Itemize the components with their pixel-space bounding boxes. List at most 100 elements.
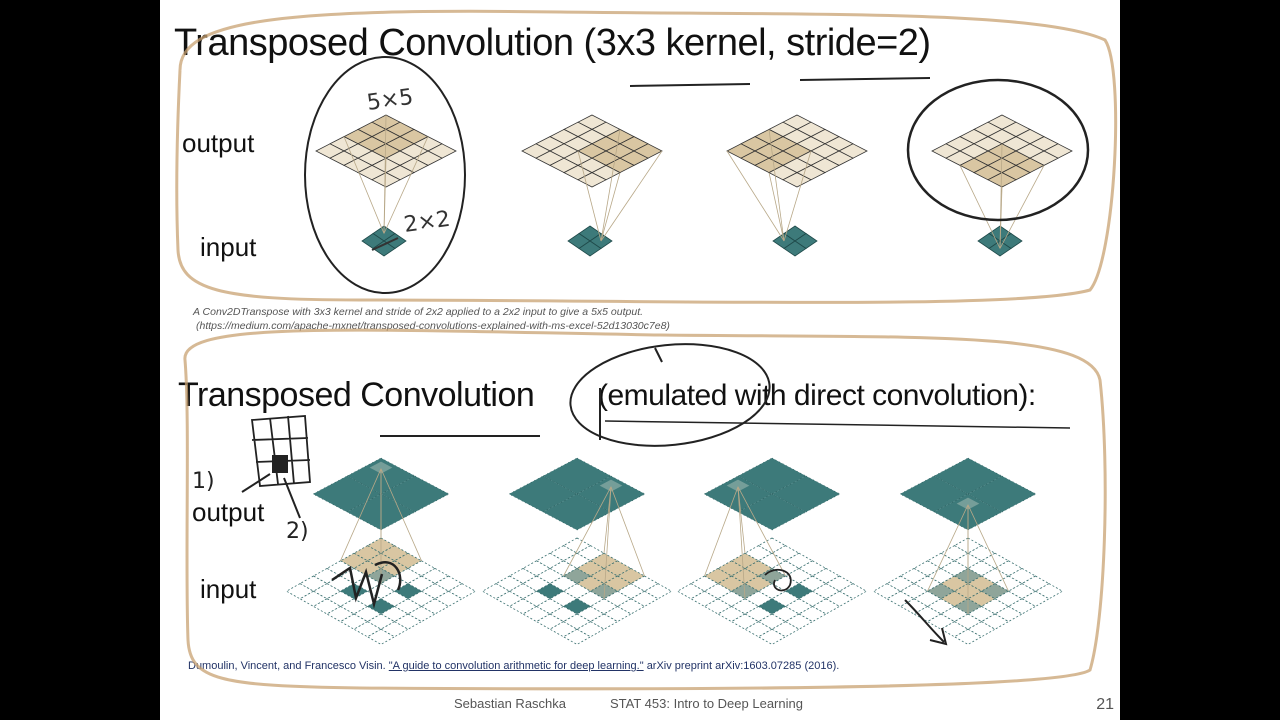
padded-input-cell (717, 590, 746, 607)
citation-rest: arXiv preprint arXiv:1603.07285 (2016). (646, 660, 840, 672)
padded-input-cell (798, 590, 827, 607)
top-input-label: input (200, 232, 257, 262)
diagram-canvas (285, 114, 1073, 645)
top-output-label: output (182, 128, 255, 158)
projection-line (768, 172, 785, 242)
ink-note-5x5: 5×5 (365, 85, 414, 116)
padded-input-cell (407, 575, 436, 592)
padded-input-cell (980, 613, 1010, 630)
output-cell (371, 172, 401, 188)
pen-annotations: 5×5 2×2 1) 2) (175, 9, 1118, 691)
bottom-output-label: output (192, 497, 265, 527)
padded-input-cell (299, 590, 328, 607)
padded-input-cell (940, 575, 969, 592)
output-cell (542, 493, 612, 531)
padded-input-cell (549, 590, 578, 607)
projection-line (737, 486, 746, 599)
ink-arrow-2 (283, 477, 301, 519)
ink-underline-2 (799, 77, 931, 81)
ink-note-2x2: 2×2 (402, 207, 451, 238)
slide-title-bottom: Transposed Convolution (178, 376, 535, 414)
figure-caption-line1: A Conv2DTranspose with 3x3 kernel and st… (193, 306, 644, 318)
ink-loop-bottom (183, 328, 1107, 691)
padded-input-cell (603, 575, 632, 592)
padded-input-cell (522, 575, 551, 592)
padded-input-cell (757, 628, 787, 645)
padded-input-cell (535, 613, 565, 630)
padded-input-cell (393, 552, 423, 569)
projection-line (783, 150, 812, 242)
projection-line (959, 165, 1001, 249)
padded-input-cell (630, 590, 659, 607)
padded-input-cell (589, 613, 619, 630)
slide: Transposed Convolution (3x3 kernel, stri… (160, 0, 1120, 720)
padded-input-cell (495, 575, 524, 592)
projection-line (577, 150, 602, 242)
padded-input-cell (690, 590, 719, 607)
slide-title-top: Transposed Convolution (3x3 kernel, stri… (174, 22, 931, 64)
padded-input-cell (326, 590, 355, 607)
ink-oval-emulated (569, 343, 771, 447)
ink-arrow-2x2 (371, 237, 399, 251)
citation-authors: Dumoulin, Vincent, and Francesco Visin. (188, 660, 386, 672)
padded-input-cell (994, 590, 1023, 607)
ink-oval-step4 (906, 78, 1090, 222)
projection-line (726, 150, 785, 242)
ink-underline-4 (604, 420, 1071, 429)
padded-input-cell (730, 552, 760, 569)
padded-input-cell (744, 575, 773, 592)
ink-underline-1 (629, 83, 751, 87)
slide-title-bottom-paren: (emulated with direct convolution): (598, 379, 1036, 412)
ink-scribble (331, 561, 402, 609)
ink-swirl (764, 568, 792, 592)
padded-input-cell (757, 613, 787, 630)
padded-input-cell (589, 552, 619, 569)
projection-line (610, 486, 645, 577)
padded-input-cell (562, 628, 592, 645)
projection-line (563, 486, 612, 577)
padded-input-cell (913, 590, 942, 607)
padded-input-cell (576, 590, 605, 607)
padded-input-cell (717, 575, 746, 592)
padded-input-cell (1021, 590, 1050, 607)
input-cell (372, 240, 396, 257)
padded-input-cell (784, 613, 814, 630)
padded-input-cell (690, 575, 719, 592)
padded-input-cell (353, 575, 382, 592)
projection-line (999, 186, 1003, 249)
projection-line (383, 136, 429, 234)
projection-line (927, 504, 969, 592)
padded-input-cell (771, 590, 800, 607)
padded-input-cell (886, 590, 915, 607)
citation: Dumoulin, Vincent, and Francesco Visin. … (188, 660, 839, 672)
active-output-marker (956, 497, 980, 510)
padded-input-cell (407, 590, 436, 607)
input-cell (578, 240, 602, 257)
padded-input-cell (913, 575, 942, 592)
footer-course: STAT 453: Intro to Deep Learning (610, 696, 803, 711)
padded-input-cell (886, 575, 915, 592)
padded-input-cell (353, 590, 382, 607)
projection-line (343, 136, 385, 234)
padded-input-cell (339, 613, 369, 630)
projection-line (600, 129, 621, 242)
bottom-input-label: input (200, 574, 257, 604)
padded-input-cell (757, 552, 787, 569)
figure-caption-line2: (https://medium.com/apache-mxnet/transpo… (196, 320, 670, 332)
padded-input-cell (630, 575, 659, 592)
padded-input-cell (522, 590, 551, 607)
padded-input-cell (980, 552, 1010, 569)
projection-line (603, 486, 612, 599)
padded-input-cell (603, 590, 632, 607)
padded-input-cell (926, 552, 956, 569)
output-cell (737, 493, 807, 531)
ink-arrow-diag (904, 599, 948, 646)
padded-input-cell (576, 575, 605, 592)
projection-line (737, 486, 746, 554)
ink-mini-grid (250, 415, 311, 487)
padded-input-cell (940, 590, 969, 607)
projection-line (737, 486, 786, 577)
citation-title-link[interactable]: "A guide to convolution arithmetic for d… (388, 660, 644, 672)
ink-mark-2: 2) (286, 519, 309, 544)
padded-input-cell (299, 575, 328, 592)
